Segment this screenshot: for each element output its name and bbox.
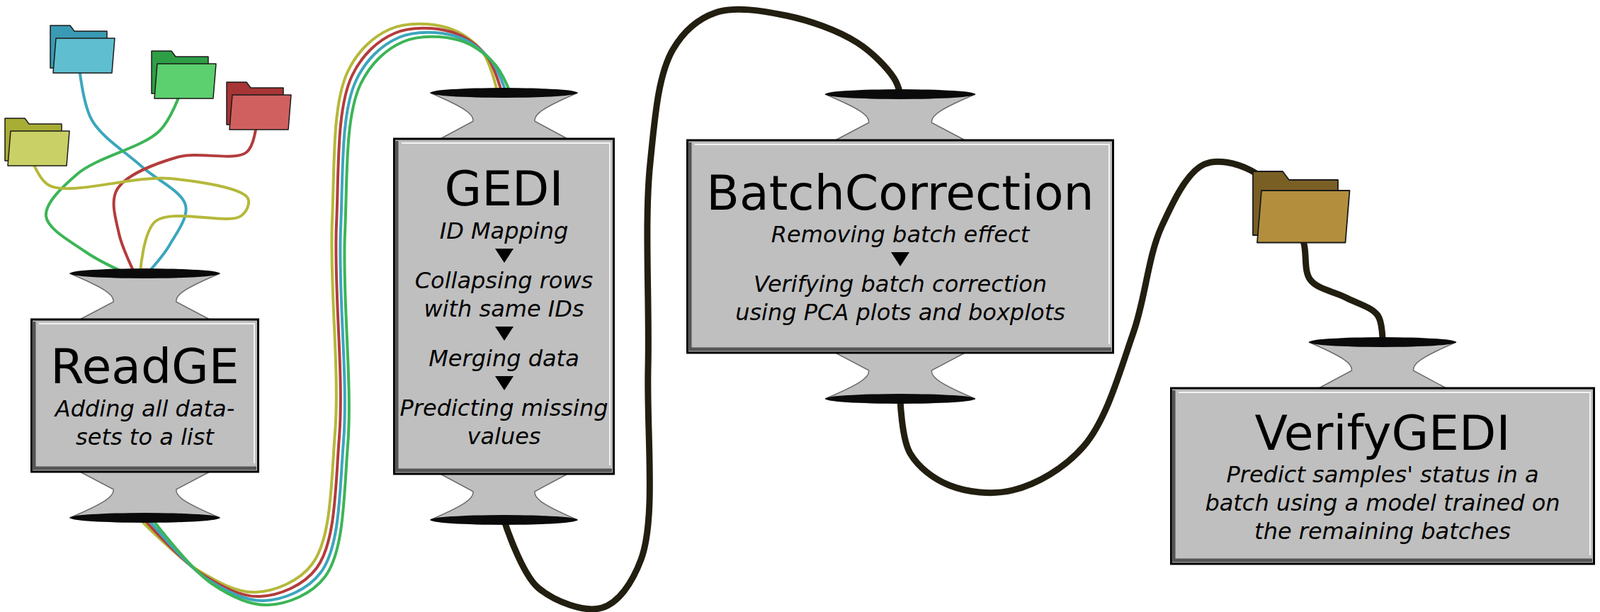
module-name: ReadGE	[50, 339, 240, 394]
funnel-rim	[1308, 337, 1457, 348]
box-highlight	[694, 144, 1110, 345]
step-text: ID Mapping	[439, 216, 569, 246]
funnel-cup	[825, 94, 976, 142]
folder-icon	[4, 118, 70, 166]
funnel-cup	[70, 470, 221, 518]
funnel-rim	[430, 87, 578, 98]
box-shade	[689, 142, 1112, 350]
folder-icon	[1252, 171, 1350, 243]
funnel-cup	[430, 92, 578, 141]
funnel-rim	[825, 393, 976, 404]
process-funnel: VerifyGEDIPredict samples' status in a b…	[1170, 337, 1596, 564]
step-arrow	[495, 326, 514, 341]
step-text: Removing batch effect	[771, 220, 1030, 249]
box-body	[31, 319, 259, 472]
box-shade	[396, 140, 612, 471]
box-body	[1171, 388, 1595, 564]
folder-icon	[226, 82, 292, 130]
box-body	[687, 140, 1114, 353]
text-panel: VerifyGEDIPredict samples' status in a b…	[1170, 388, 1596, 564]
funnel-cup	[70, 273, 221, 321]
funnel-rim	[430, 514, 578, 525]
step-arrow	[495, 248, 514, 263]
funnel-rim	[70, 268, 221, 279]
module-name: GEDI	[444, 162, 564, 217]
step-text: Collapsing rows with same IDs	[398, 266, 610, 323]
step-text: Predicting missing values	[398, 393, 610, 451]
folder-icon	[151, 50, 217, 99]
box-body	[394, 138, 615, 474]
box-highlight	[1178, 392, 1591, 556]
process-funnel: ReadGEAdding all data-sets to a list	[30, 268, 260, 523]
module-name: BatchCorrection	[706, 166, 1094, 221]
module-name: VerifyGEDI	[1255, 406, 1511, 461]
process-funnel: GEDIID MappingCollapsing rows with same …	[393, 87, 615, 525]
text-panel: GEDIID MappingCollapsing rows with same …	[393, 138, 615, 474]
text-panel: ReadGEAdding all data-sets to a list	[30, 319, 260, 472]
box-shade	[1173, 390, 1593, 561]
funnel-cup	[430, 472, 578, 520]
funnel-cup	[1308, 342, 1457, 390]
step-text: Verifying batch correction using PCA plo…	[726, 269, 1074, 327]
funnel-rim	[825, 89, 976, 100]
step-text: Predict samples' status in a batch using…	[1198, 460, 1567, 546]
text-panel: BatchCorrectionRemoving batch effectVeri…	[686, 140, 1115, 353]
folder-icon	[50, 25, 115, 73]
step-arrow	[495, 376, 514, 391]
process-funnel: BatchCorrectionRemoving batch effectVeri…	[686, 89, 1115, 404]
funnel-rim	[70, 512, 221, 523]
step-text: Adding all data-sets to a list	[36, 394, 254, 452]
step-arrow	[891, 252, 910, 267]
box-shade	[33, 321, 257, 469]
input-wire	[31, 159, 249, 274]
step-text: Merging data	[428, 344, 580, 373]
funnel-cup	[825, 351, 976, 399]
input-wire	[114, 123, 257, 274]
